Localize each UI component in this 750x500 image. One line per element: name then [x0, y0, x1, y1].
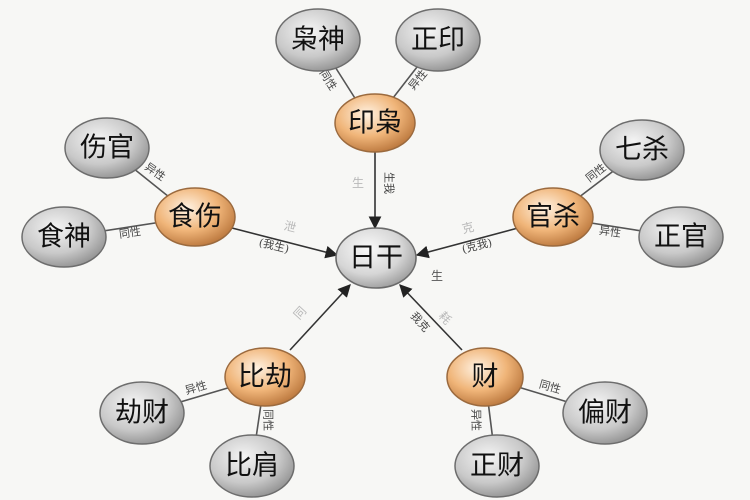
node-label: 正财: [470, 451, 524, 482]
arrow-bijie-to-center: [289, 284, 351, 351]
label-shishen-link: 同性: [118, 224, 142, 241]
center-label: 日干: [349, 243, 403, 274]
node-center-rigan: 日干: [335, 227, 417, 289]
node-bijie: 比劫: [224, 347, 306, 407]
node-zhengyin: 正印: [395, 8, 481, 72]
label-zhengyin-link: 异性: [405, 67, 430, 93]
label-zhengcai-link: 异性: [470, 409, 484, 431]
node-label: 比劫: [238, 362, 292, 393]
label-guan-ke: 克: [460, 220, 475, 236]
node-label: 正印: [411, 25, 465, 56]
node-label: 七杀: [615, 135, 669, 166]
node-shangguan: 伤官: [64, 117, 150, 179]
label-yin-sheng: 生: [352, 176, 364, 190]
node-qisha: 七杀: [599, 119, 685, 181]
node-label: 财: [472, 362, 499, 393]
node-zhengcai: 正财: [454, 434, 540, 498]
node-shishang: 食伤: [154, 187, 236, 247]
label-bijian-link: 同性: [262, 409, 276, 431]
node-label: 食伤: [168, 202, 222, 233]
label-yin-sheng-note: 生我: [383, 172, 397, 194]
node-label: 正官: [654, 222, 708, 253]
node-guansha: 官杀: [512, 187, 594, 247]
label-center-sheng: 生: [431, 269, 443, 283]
node-label: 劫财: [115, 398, 169, 429]
label-cai-hao-note: 我克: [408, 309, 432, 334]
node-yinxiao: 印枭: [334, 93, 416, 153]
label-zhengguan-link: 异性: [598, 223, 622, 240]
node-cai: 财: [446, 347, 524, 407]
node-bijian: 比肩: [209, 434, 295, 498]
node-shishen: 食神: [21, 206, 107, 268]
node-label: 偏财: [578, 398, 632, 429]
label-jiecai-link: 异性: [183, 378, 208, 398]
label-bi-tong: 同: [291, 304, 309, 322]
node-label: 印枭: [348, 108, 402, 139]
node-piancai: 偏财: [562, 381, 648, 445]
label-shi-xie: 泄: [282, 219, 297, 235]
node-xiaoshen: 枭神: [275, 8, 361, 72]
label-piancai-link: 同性: [538, 377, 563, 397]
node-label: 伤官: [80, 133, 134, 164]
node-label: 食神: [37, 222, 91, 253]
node-zhengguan: 正官: [638, 206, 724, 268]
arrow-cai-to-center: [399, 284, 463, 351]
arrow-shishang-to-center: [231, 227, 339, 259]
label-guan-ke-note: (克我): [461, 236, 494, 256]
arrow-lines: [231, 150, 519, 351]
node-label: 比肩: [225, 451, 279, 482]
node-label: 枭神: [291, 25, 345, 56]
label-shangguan-link: 异性: [142, 160, 168, 184]
node-jiecai: 劫财: [99, 381, 185, 445]
arrow-guansha-to-center: [415, 227, 519, 259]
node-label: 官杀: [526, 202, 580, 233]
